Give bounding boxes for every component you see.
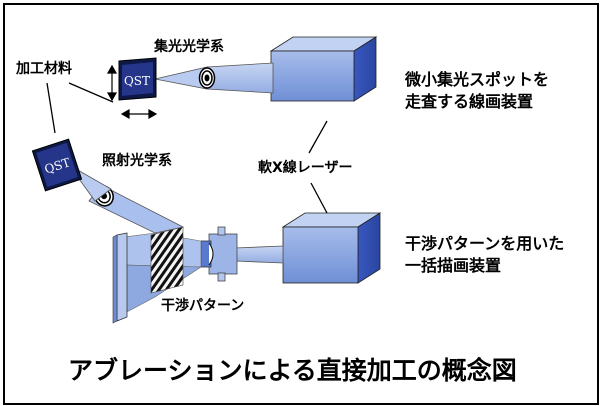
move-arrow-vertical <box>106 64 118 102</box>
label-batch-line2: 一括描画装置 <box>405 256 502 275</box>
label-irradiation-optics: 照射光学系 <box>102 153 172 169</box>
sample-left <box>31 138 83 192</box>
laser-box-bottom <box>281 212 382 284</box>
label-processed-material: 加工材料 <box>16 61 72 77</box>
leader-material-top <box>68 82 114 103</box>
laser-bottom-face-front <box>282 226 359 284</box>
diagram-canvas: QST QST <box>31 36 382 324</box>
sample-top-text: QST <box>124 74 150 88</box>
label-interference-pattern: 干渉パターン <box>161 298 245 314</box>
label-line-scan-line1: 微小集光スポットを <box>405 70 550 89</box>
label-soft-xray-laser: 軟X線レーザー <box>258 160 353 176</box>
label-line-scan-line2: 走査する線画装置 <box>405 92 534 111</box>
move-arrow-horizontal <box>120 108 158 120</box>
mirror-plate <box>112 232 128 324</box>
label-focusing-optics: 集光光学系 <box>154 39 224 55</box>
figure-frame: QST QST 加工材料 集光光学系 照射光学系 軟X線レーザー 干渉パターン … <box>3 3 599 405</box>
interference-pattern <box>150 226 184 294</box>
beam-bottom-narrow <box>234 245 284 264</box>
interference-optics <box>200 226 238 282</box>
laser-top-face-front <box>270 50 355 102</box>
laser-box-top <box>269 36 378 102</box>
fresnel-lens-top <box>198 67 216 89</box>
beam-top-wide <box>206 62 274 94</box>
leader-material-left <box>46 82 56 134</box>
sample-top <box>118 57 157 101</box>
leader-laser-top <box>308 120 328 154</box>
label-batch-line1: 干渉パターンを用いた <box>405 234 565 253</box>
leader-laser-bottom <box>310 182 328 214</box>
figure-caption: アブレーションによる直接加工の概念図 <box>68 356 517 385</box>
